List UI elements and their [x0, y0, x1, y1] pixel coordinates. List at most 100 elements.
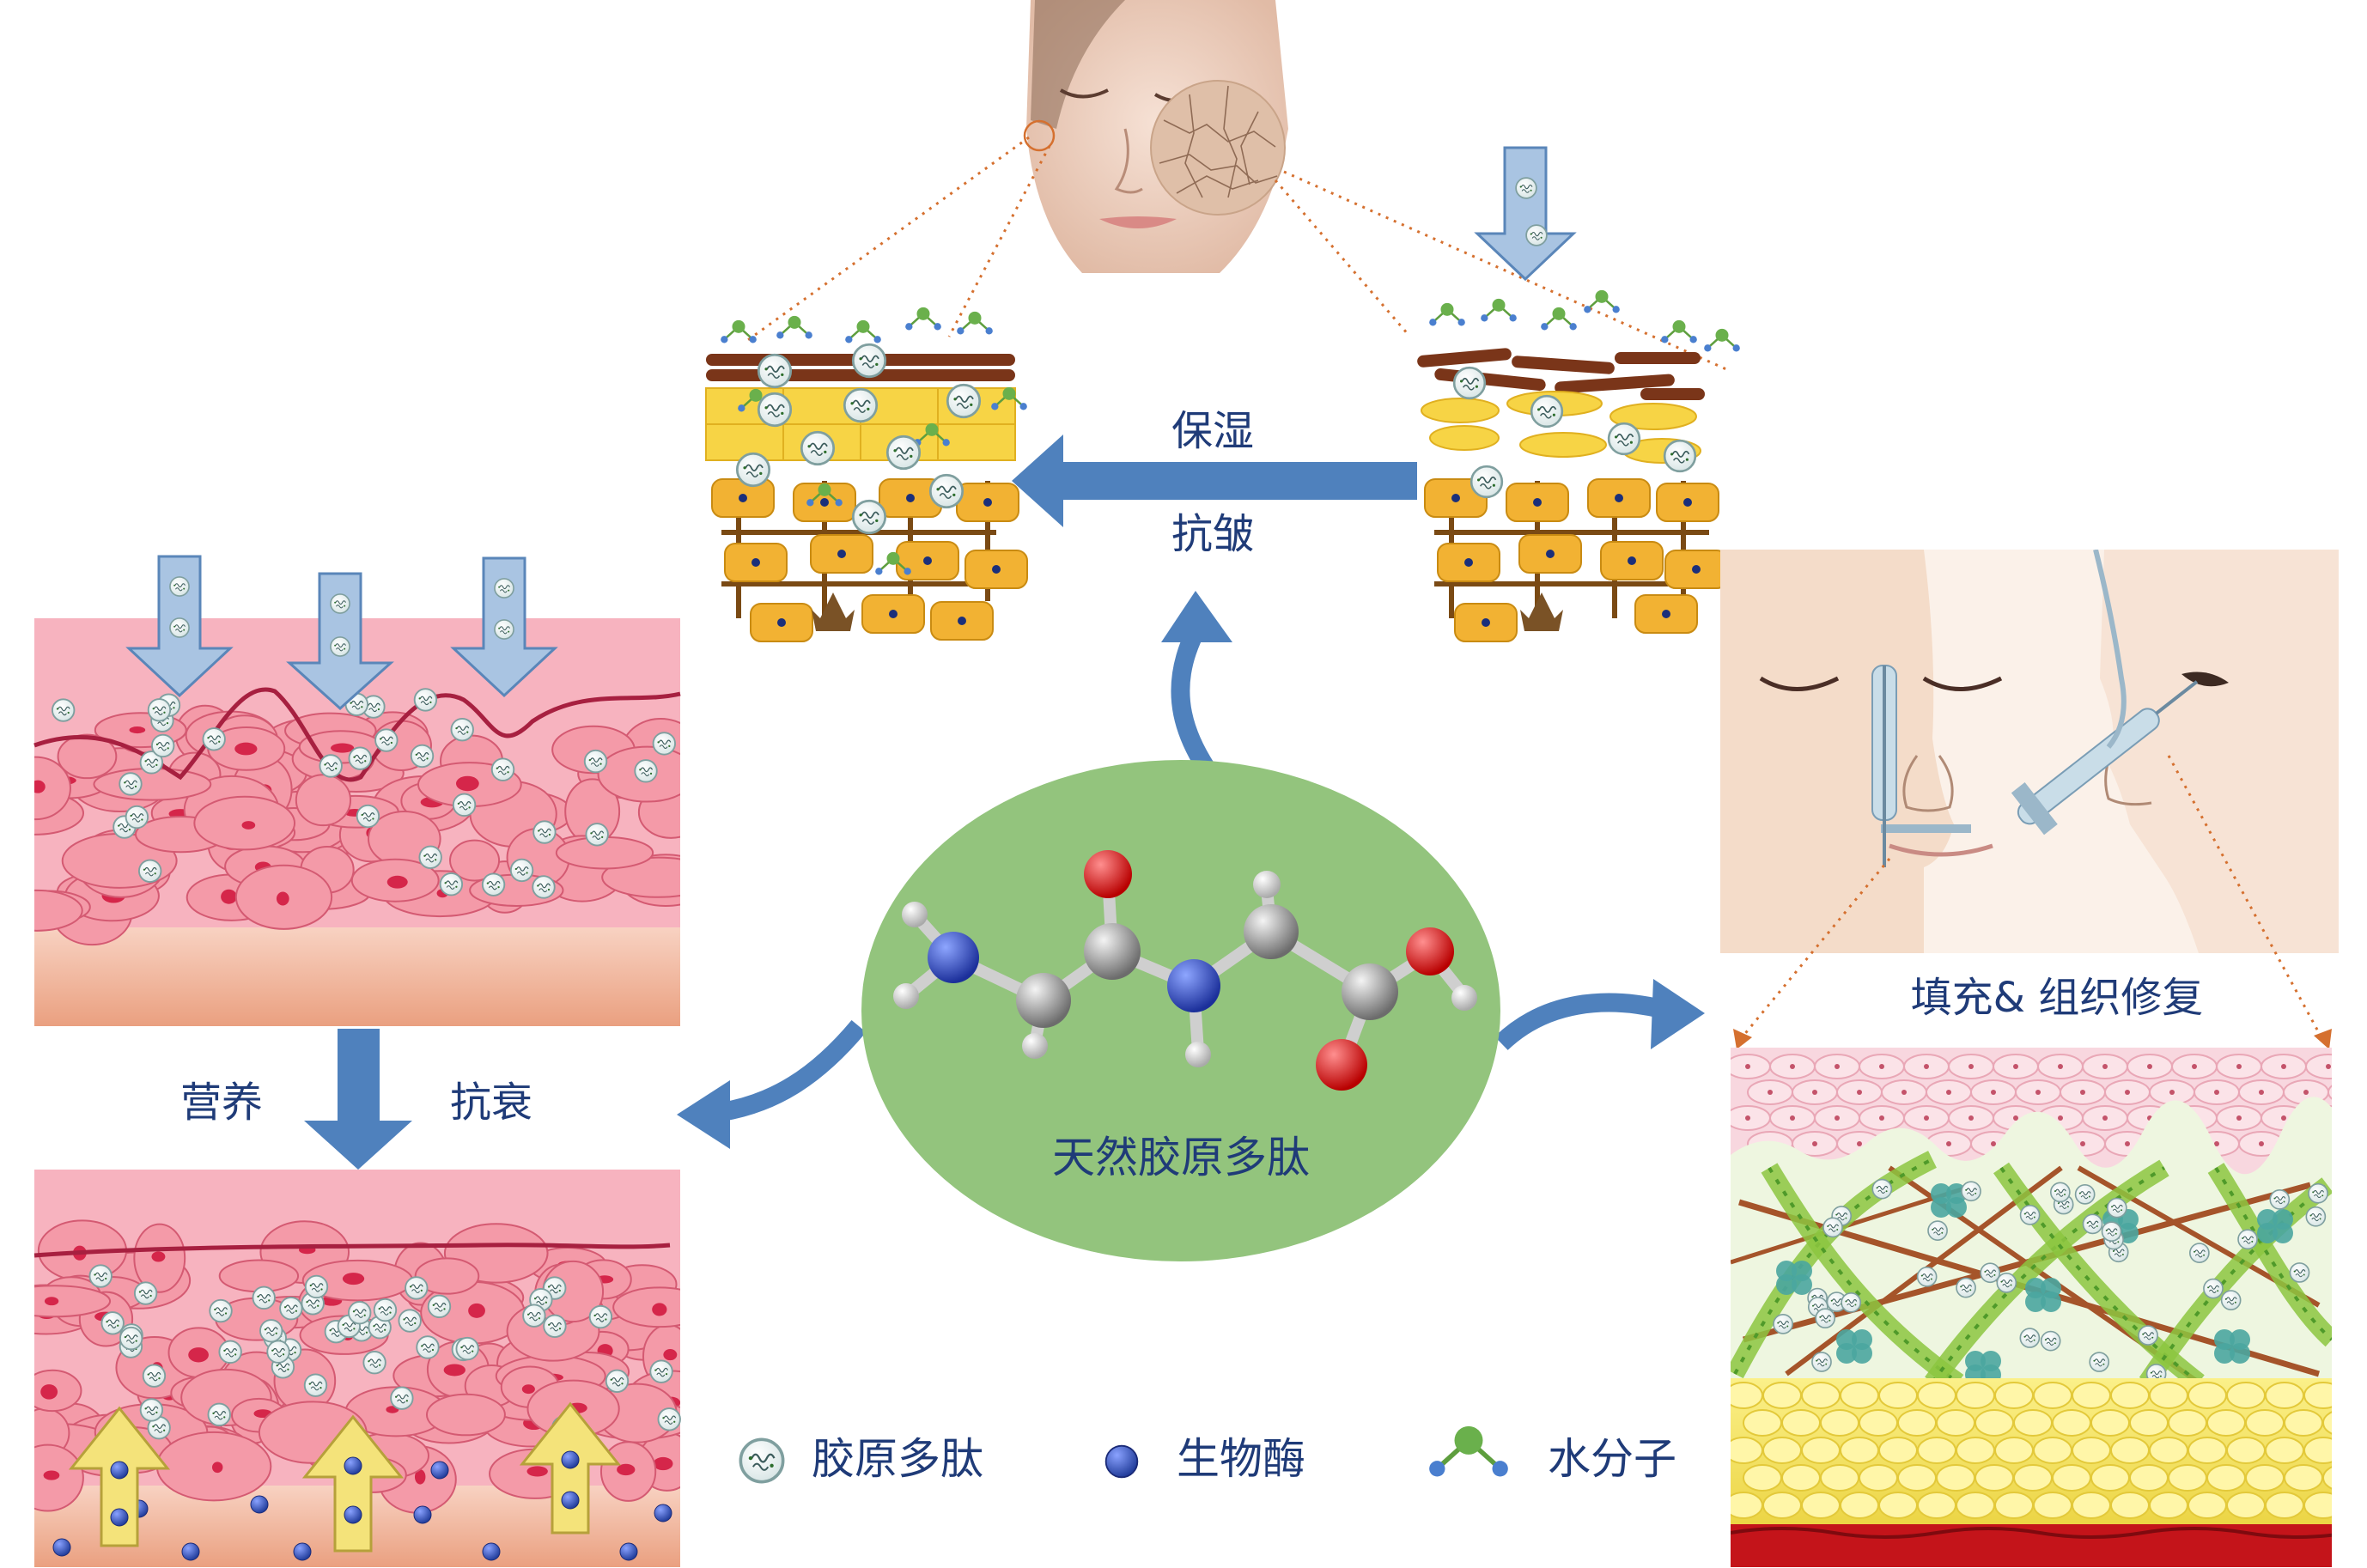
right-label-filling-repair: 填充& 组织修复 — [1911, 974, 2204, 1022]
collagen-peptide-icon — [362, 1351, 386, 1375]
bio-enzyme-icon — [413, 1505, 432, 1524]
collagen-peptide-icon — [1815, 1308, 1836, 1329]
top-label-moisturize: 保湿 — [1171, 407, 1254, 455]
collagen-peptide-icon — [139, 1398, 164, 1422]
collagen-peptide-icon — [2106, 1197, 2127, 1219]
collagen-peptide-icon — [319, 754, 343, 778]
down-arrow-left-2 — [286, 572, 394, 711]
collagen-peptide-icon — [2101, 1221, 2122, 1243]
collagen-peptide-icon — [2019, 1205, 2041, 1225]
center-to-right-arrow — [1494, 979, 1705, 1051]
collagen-peptide-icon — [374, 728, 399, 752]
collagen-peptide-icon — [1961, 1181, 1981, 1202]
collagen-peptide-icon — [142, 1364, 167, 1388]
left-label-antiaging: 抗衰 — [450, 1079, 532, 1127]
bio-enzyme-icon — [430, 1461, 449, 1480]
right-dotted-arrows — [1737, 755, 2325, 1042]
legend-bio-enzyme: 生物酶 — [1104, 1434, 1305, 1484]
collagen-peptide-icon — [1822, 1217, 1843, 1238]
collagen-peptide-icon — [490, 757, 515, 781]
center-label: 天然胶原多肽 — [1052, 1133, 1310, 1182]
bio-enzyme-icon — [482, 1542, 501, 1561]
collagen-peptide-icon — [2305, 1206, 2327, 1227]
collagen-peptide-icon — [532, 820, 557, 844]
collagen-peptide-icon — [739, 1437, 785, 1484]
collagen-peptide-icon — [1773, 1314, 1793, 1334]
collagen-peptide-icon — [605, 1369, 630, 1393]
collagen-peptide-icon — [218, 1340, 242, 1364]
collagen-peptide-icon — [304, 1274, 329, 1299]
center-ellipse — [861, 760, 1500, 1261]
collagen-peptide-icon — [634, 759, 658, 783]
left-skin-panel-after — [33, 1170, 681, 1567]
collagen-peptide-icon — [588, 1304, 613, 1329]
collagen-peptide-icon — [2269, 1188, 2291, 1210]
collagen-peptide-icon — [2138, 1325, 2158, 1346]
bio-enzyme-icon — [52, 1538, 71, 1557]
bio-enzyme-icon — [293, 1542, 312, 1561]
collagen-peptide-icon — [405, 1276, 429, 1300]
collagen-peptide-icon — [390, 1386, 414, 1410]
collagen-peptide-icon — [649, 1359, 673, 1383]
collagen-peptide-icon — [1980, 1262, 2001, 1284]
collagen-peptide-icon — [202, 727, 226, 751]
collagen-peptide-icon — [100, 1311, 125, 1335]
collagen-peptide-icon — [303, 1373, 328, 1397]
collagen-peptide-icon — [356, 804, 380, 829]
collagen-peptide-icon — [657, 1407, 681, 1431]
collagen-peptide-icon — [137, 859, 162, 883]
top-label-antiwrinkle: 抗皱 — [1171, 510, 1254, 558]
legend: 胶原多肽 生物酶 水分子 — [739, 1426, 1676, 1484]
collagen-peptide-icon — [2289, 1262, 2310, 1283]
zoom-dotted-lines — [745, 136, 1727, 371]
collagen-peptide-icon — [209, 1298, 233, 1323]
hydrated-skin-layers — [705, 306, 1029, 642]
left-label-nutrition: 营养 — [180, 1079, 263, 1127]
collagen-peptide-icon — [481, 872, 506, 896]
collagen-peptide-icon — [373, 1298, 398, 1322]
collagen-peptide-icon — [2019, 1328, 2041, 1348]
collagen-peptide-icon — [2089, 1352, 2110, 1372]
legend-water-molecule: 水分子 — [1429, 1426, 1676, 1484]
collagen-peptide-icon — [455, 1336, 479, 1361]
collagen-peptide-icon — [348, 746, 372, 770]
legend-collagen-peptide: 胶原多肽 — [739, 1434, 983, 1484]
bio-enzyme-icon — [1104, 1444, 1139, 1479]
center-to-left-arrow — [677, 1019, 867, 1149]
collagen-peptide-icon — [585, 823, 609, 847]
collagen-peptide-icon — [2308, 1182, 2328, 1204]
collagen-peptide-icon — [125, 805, 149, 830]
legend-label-water: 水分子 — [1548, 1434, 1676, 1484]
collagen-peptide-icon — [1927, 1220, 1948, 1242]
bio-enzyme-icon — [250, 1495, 269, 1514]
collagen-peptide-icon — [543, 1314, 567, 1338]
collagen-peptide-icon — [51, 698, 76, 722]
collagen-peptide-icon — [652, 732, 677, 756]
collagen-peptide-icon — [133, 1281, 158, 1305]
collagen-peptide-icon — [2074, 1184, 2096, 1205]
collagen-peptide-icon — [398, 1309, 422, 1333]
collagen-peptide-icon — [266, 1340, 290, 1364]
collagen-peptide-icon — [279, 1297, 303, 1321]
dry-skin-layers — [1417, 146, 1742, 642]
up-arrow-left-3 — [519, 1401, 622, 1535]
collagen-peptide-icon — [1996, 1273, 2017, 1293]
collagen-peptide-icon — [439, 872, 464, 896]
bio-enzyme-icon — [654, 1504, 672, 1522]
collagen-peptide-icon — [2082, 1213, 2103, 1235]
collagen-peptide-icon — [2189, 1243, 2210, 1263]
collagen-peptide-icon — [509, 858, 534, 883]
collagen-peptide-icon — [450, 717, 474, 742]
collagen-peptide-icon — [2237, 1229, 2258, 1250]
collagen-peptide-icon — [207, 1402, 231, 1427]
collagen-peptide-icon — [418, 845, 442, 869]
down-arrow-left-3 — [450, 556, 558, 698]
collagen-peptide-icon — [416, 1335, 440, 1359]
collagen-peptide-icon — [259, 1319, 283, 1343]
face-injection-illustration — [1720, 550, 2339, 953]
collagen-peptide-icon — [2040, 1330, 2061, 1352]
collagen-peptide-icon — [1841, 1291, 1862, 1313]
collagen-peptide-icon — [427, 1294, 452, 1319]
collagen-peptide-icon — [1916, 1267, 1938, 1287]
collagen-peptide-icon — [2220, 1290, 2242, 1311]
